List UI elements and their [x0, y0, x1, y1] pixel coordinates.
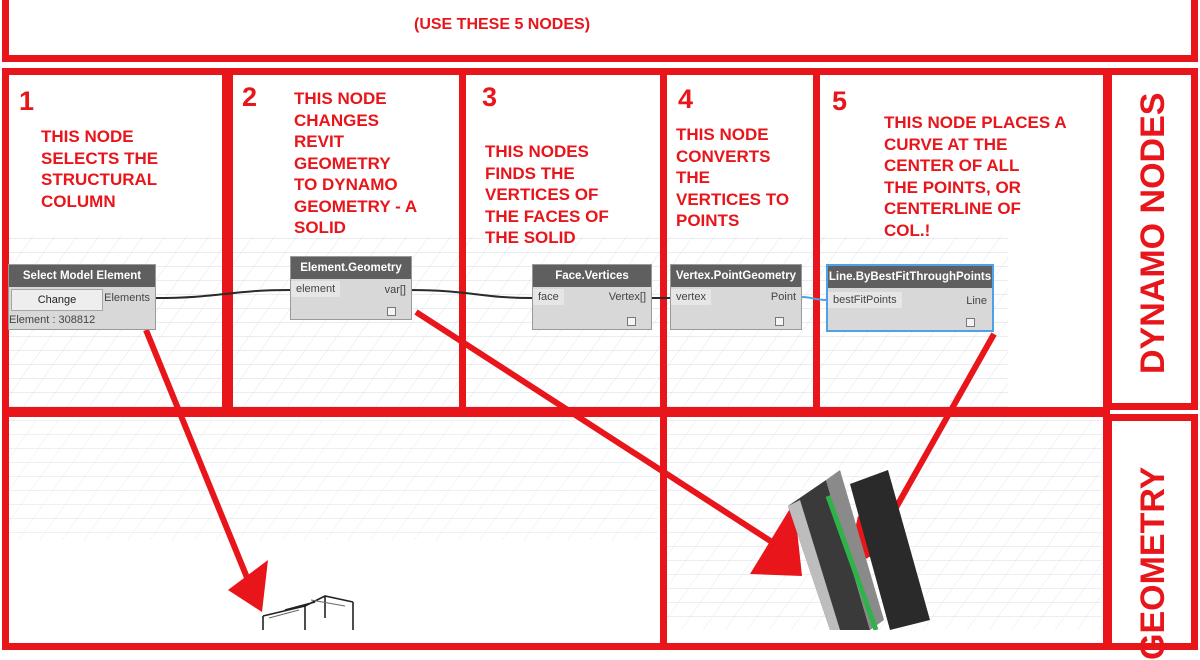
element-geometry-node[interactable]: Element.Geometry element var[] — [290, 256, 412, 320]
step-4-line: THIS NODE — [676, 125, 769, 144]
step-1-number: 1 — [19, 86, 35, 116]
step-2-line: GEOMETRY — [294, 153, 391, 173]
arrow-2-shaft — [414, 309, 774, 545]
vertex-point-geometry-node[interactable]: Vertex.PointGeometry vertex Point — [670, 264, 802, 330]
vertex-output-port[interactable]: Vertex[] — [608, 291, 646, 303]
step-5-line: CURVE AT THE — [884, 134, 1008, 154]
line-output-port[interactable]: Line — [966, 295, 987, 307]
element-input-port[interactable]: element — [291, 281, 341, 297]
step-1-line: THIS NODE — [41, 127, 134, 146]
step-5-line: THIS NODE PLACES A — [884, 113, 1067, 132]
arrow-2-head — [750, 502, 802, 576]
step-1-line: COLUMN — [41, 191, 116, 211]
header-instruction: (USE THESE 5 NODES) — [414, 16, 591, 33]
node-title: Face.Vertices — [533, 265, 651, 287]
step-5-line: CENTER OF ALL — [884, 156, 1020, 175]
step-4-line: CONVERTS — [676, 146, 771, 166]
step-4-line: VERTICES TO — [676, 189, 790, 209]
line-by-best-fit-node[interactable]: Line.ByBestFitThroughPoints bestFitPoint… — [826, 264, 994, 332]
preview-toggle[interactable] — [775, 317, 784, 326]
wire-select-to-geometry — [155, 289, 291, 299]
step-3-line: FINDS THE — [485, 163, 575, 183]
step-4-line: THE — [676, 168, 710, 187]
step-3-description: THIS NODES FINDS THE VERTICES OF THE FAC… — [485, 141, 609, 249]
side-label-top-frame — [1105, 68, 1198, 410]
step-1-line: STRUCTURAL — [41, 170, 158, 189]
step-3-line: THIS NODES — [485, 142, 589, 161]
step-2-line: GEOMETRY - A — [294, 196, 418, 216]
element-id-footer: Element : 308812 — [9, 314, 96, 326]
var-output-port[interactable]: var[] — [384, 284, 406, 296]
step-3-line: THE FACES OF — [485, 206, 609, 226]
point-output-port[interactable]: Point — [770, 291, 796, 303]
node-title: Select Model Element — [9, 265, 155, 287]
step-2-line: TO DYNAMO — [294, 175, 398, 194]
arrow-1-head — [228, 560, 268, 612]
step-4-line: POINTS — [676, 211, 740, 230]
step-2-number: 2 — [242, 82, 258, 112]
step-5-line: THE POINTS, OR — [884, 177, 1021, 197]
step-5-number: 5 — [832, 86, 848, 116]
revit-column-geometry — [262, 595, 354, 630]
step-2-line: CHANGES — [294, 110, 380, 130]
step-2-line: SOLID — [294, 218, 346, 237]
arrow-1-shaft — [143, 328, 251, 582]
step-3-line: VERTICES OF — [485, 185, 599, 204]
step-4-description: THIS NODE CONVERTS THE VERTICES TO POINT… — [676, 124, 789, 232]
preview-toggle[interactable] — [966, 318, 975, 327]
header-frame — [2, 0, 1198, 62]
arrow-5-shaft — [877, 332, 997, 538]
bestfitpoints-input-port[interactable]: bestFitPoints — [828, 292, 902, 308]
face-vertices-node[interactable]: Face.Vertices face Vertex[] — [532, 264, 652, 330]
node-title: Element.Geometry — [291, 257, 411, 279]
preview-toggle[interactable] — [627, 317, 636, 326]
preview-toggle[interactable] — [387, 307, 396, 316]
best-fit-centerline — [825, 495, 879, 630]
wire-geometry-to-face — [409, 289, 533, 299]
vertex-input-port[interactable]: vertex — [671, 289, 711, 305]
step-4-number: 4 — [678, 84, 694, 114]
step-2-description: THIS NODE CHANGES REVIT GEOMETRY TO DYNA… — [294, 88, 417, 239]
step-3-number: 3 — [482, 82, 498, 112]
step-5-line: COL.! — [884, 220, 931, 240]
step-1-line: SELECTS THE — [41, 148, 159, 168]
elements-output-port[interactable]: Elements — [104, 292, 150, 304]
wire-vertex-to-line — [801, 296, 827, 301]
step-5-description: THIS NODE PLACES A CURVE AT THE CENTER O… — [884, 112, 1067, 241]
face-input-port[interactable]: face — [533, 289, 564, 305]
node-title: Vertex.PointGeometry — [671, 265, 801, 287]
step-5-line: CENTERLINE OF — [884, 199, 1021, 218]
step-3-line: THE SOLID — [485, 228, 576, 247]
select-model-element-node[interactable]: Select Model Element Change Elements Ele… — [8, 264, 156, 330]
change-button[interactable]: Change — [11, 289, 103, 311]
node-title: Line.ByBestFitThroughPoints — [828, 266, 992, 288]
dynamo-column-solid — [788, 470, 930, 630]
step-2-line: THIS NODE — [294, 89, 387, 108]
step-1-description: THIS NODE SELECTS THE STRUCTURAL COLUMN — [41, 126, 158, 212]
step-2-line: REVIT — [294, 132, 345, 151]
